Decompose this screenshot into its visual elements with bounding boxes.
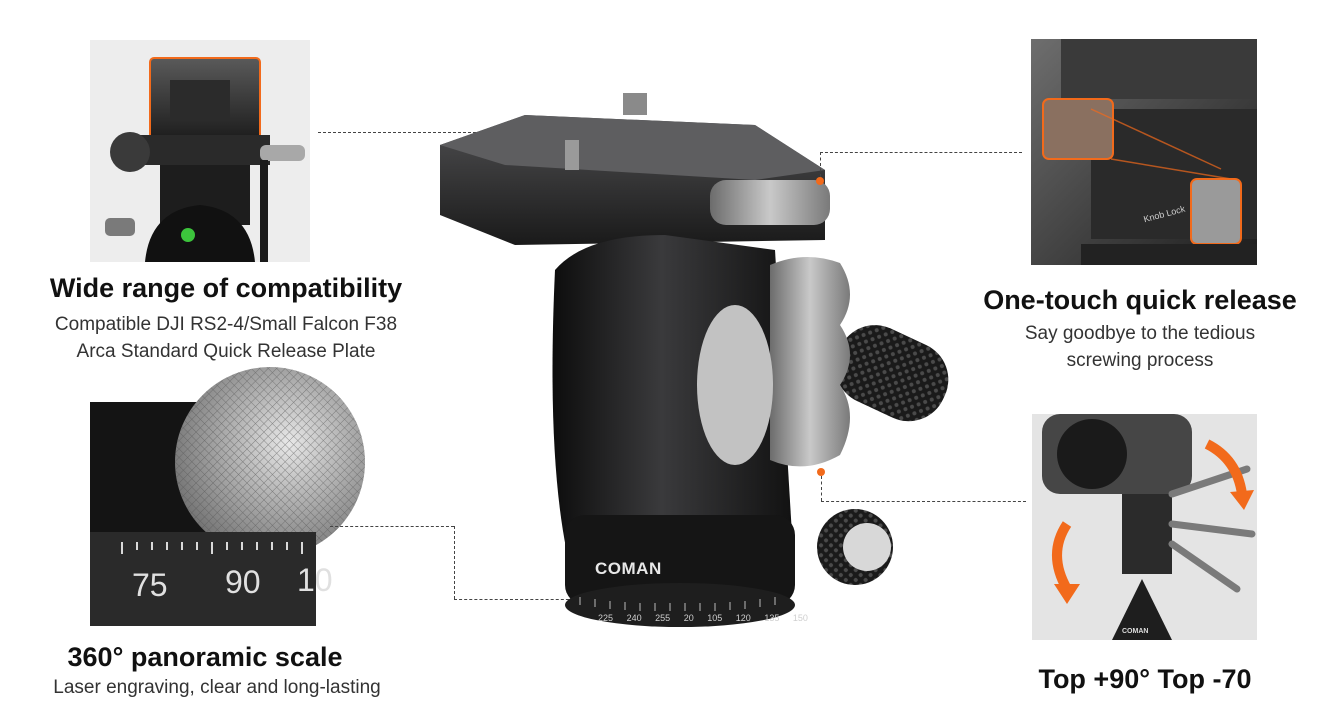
tilt-thumb-brand: COMAN bbox=[1122, 628, 1149, 635]
scale-tick-10: 10 bbox=[297, 562, 333, 598]
tilt-title: Top +90° Top -70 bbox=[1038, 664, 1252, 694]
dial-number: 240 bbox=[626, 613, 642, 623]
compat-leader-line bbox=[318, 132, 496, 133]
product-dial-numbers: 225 240 255 20 105 120 135 150 bbox=[598, 613, 808, 623]
scale-title: 360° panoramic scale bbox=[67, 642, 343, 672]
scale-tick-75: 75 bbox=[132, 567, 168, 603]
dial-number: 150 bbox=[792, 613, 808, 623]
compatibility-thumbnail bbox=[90, 40, 310, 262]
tilt-marker-dot bbox=[817, 468, 825, 476]
release-marker-dot bbox=[816, 177, 824, 185]
release-description-line2: screwing process bbox=[1066, 350, 1214, 371]
compat-description-line2: Arca Standard Quick Release Plate bbox=[76, 341, 376, 362]
scale-leader-line-h2 bbox=[454, 599, 574, 600]
scale-thumbnail: 75 90 10 bbox=[90, 367, 365, 626]
release-leader-line-v bbox=[820, 152, 821, 177]
dial-number: 255 bbox=[655, 613, 671, 623]
dial-number: 20 bbox=[683, 613, 694, 623]
compat-description-line1: Compatible DJI RS2-4/Small Falcon F38 bbox=[54, 314, 398, 335]
release-leader-line-h bbox=[820, 152, 1022, 153]
scale-leader-line-v bbox=[454, 526, 455, 599]
fluid-head-product-image: COMAN 225 240 255 20 105 120 135 150 bbox=[435, 85, 965, 635]
dial-number: 225 bbox=[598, 613, 614, 623]
scale-leader-line-h1 bbox=[330, 526, 454, 527]
product-brand-logo: COMAN bbox=[595, 559, 662, 578]
scale-tick-90: 90 bbox=[225, 564, 261, 600]
scale-description: Laser engraving, clear and long-lasting bbox=[53, 677, 381, 698]
tilt-range-thumbnail: COMAN bbox=[1032, 414, 1257, 640]
compat-title: Wide range of compatibility bbox=[49, 273, 403, 303]
dial-number: 135 bbox=[764, 613, 780, 623]
release-description-line1: Say goodbye to the tedious bbox=[1024, 323, 1256, 344]
tilt-leader-line-v bbox=[821, 476, 822, 501]
release-title: One-touch quick release bbox=[983, 285, 1297, 315]
dial-number: 105 bbox=[707, 613, 723, 623]
tilt-leader-line-h bbox=[821, 501, 1026, 502]
dial-number: 120 bbox=[735, 613, 751, 623]
quick-release-thumbnail: Knob Lock bbox=[1031, 39, 1257, 265]
